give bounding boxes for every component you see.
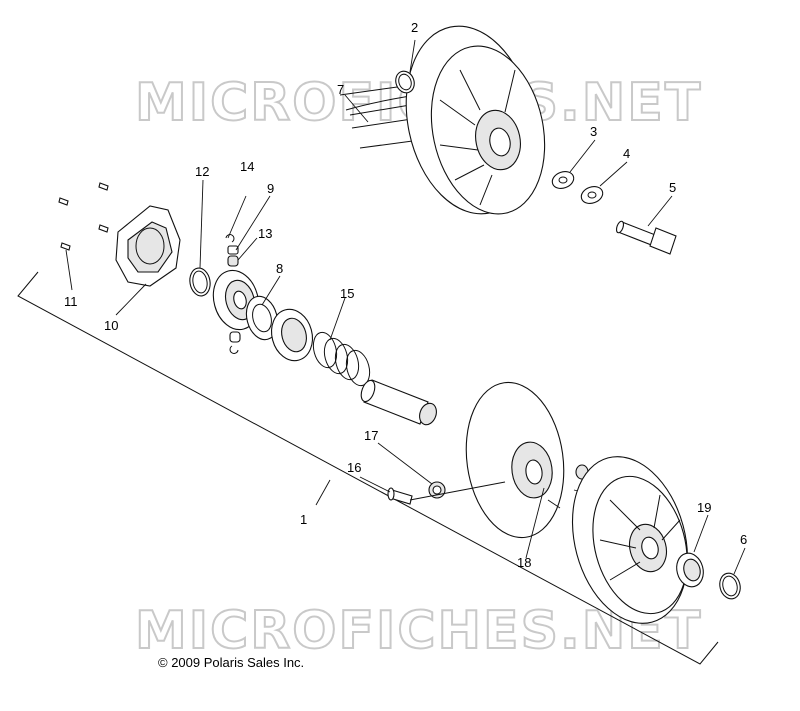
callout-5: 5	[669, 180, 676, 195]
callout-2: 2	[411, 20, 418, 35]
callout-18: 18	[517, 555, 531, 570]
leader-lines	[65, 39, 746, 575]
spacer-tube	[360, 379, 437, 426]
part-3-washer	[551, 171, 575, 189]
callout-9: 9	[267, 181, 274, 196]
callout-8: 8	[276, 261, 283, 276]
callout-19: 19	[697, 500, 711, 515]
callout-16: 16	[347, 460, 361, 475]
copyright-text: © 2009 Polaris Sales Inc.	[158, 655, 304, 670]
callout-10: 10	[104, 318, 118, 333]
part-15-spring	[312, 331, 371, 387]
lower-sheave	[465, 381, 565, 539]
assembly-bracket	[17, 271, 719, 665]
callout-15: 15	[340, 286, 354, 301]
part-19-bearing	[676, 552, 704, 588]
part-4-washer	[580, 186, 604, 204]
spring-seat	[270, 308, 314, 362]
part-10-cover	[115, 205, 181, 287]
watermark-bottom: MICROFICHES.NET	[135, 601, 702, 661]
part-11-screws	[58, 182, 109, 251]
callout-14: 14	[240, 159, 254, 174]
callout-7: 7	[337, 82, 344, 97]
upper-sheave	[405, 25, 546, 215]
fixed-sheave	[571, 456, 689, 624]
part-12-ring	[189, 267, 211, 297]
part-6-ring	[719, 572, 741, 600]
part-16-pin	[387, 487, 413, 505]
part-13-roller	[227, 255, 241, 354]
callout-11: 11	[64, 294, 78, 309]
callout-13: 13	[258, 226, 272, 241]
callout-3: 3	[590, 124, 597, 139]
part-5-bolt	[615, 220, 677, 255]
callout-4: 4	[623, 146, 630, 161]
callout-6: 6	[740, 532, 747, 547]
callout-12: 12	[195, 164, 209, 179]
part-2-retaining-ring	[395, 70, 415, 94]
part-9-roller	[227, 245, 239, 255]
callout-1: 1	[300, 512, 307, 527]
part-8-spider	[245, 295, 279, 341]
part-14-clip	[225, 234, 235, 243]
callout-17: 17	[364, 428, 378, 443]
